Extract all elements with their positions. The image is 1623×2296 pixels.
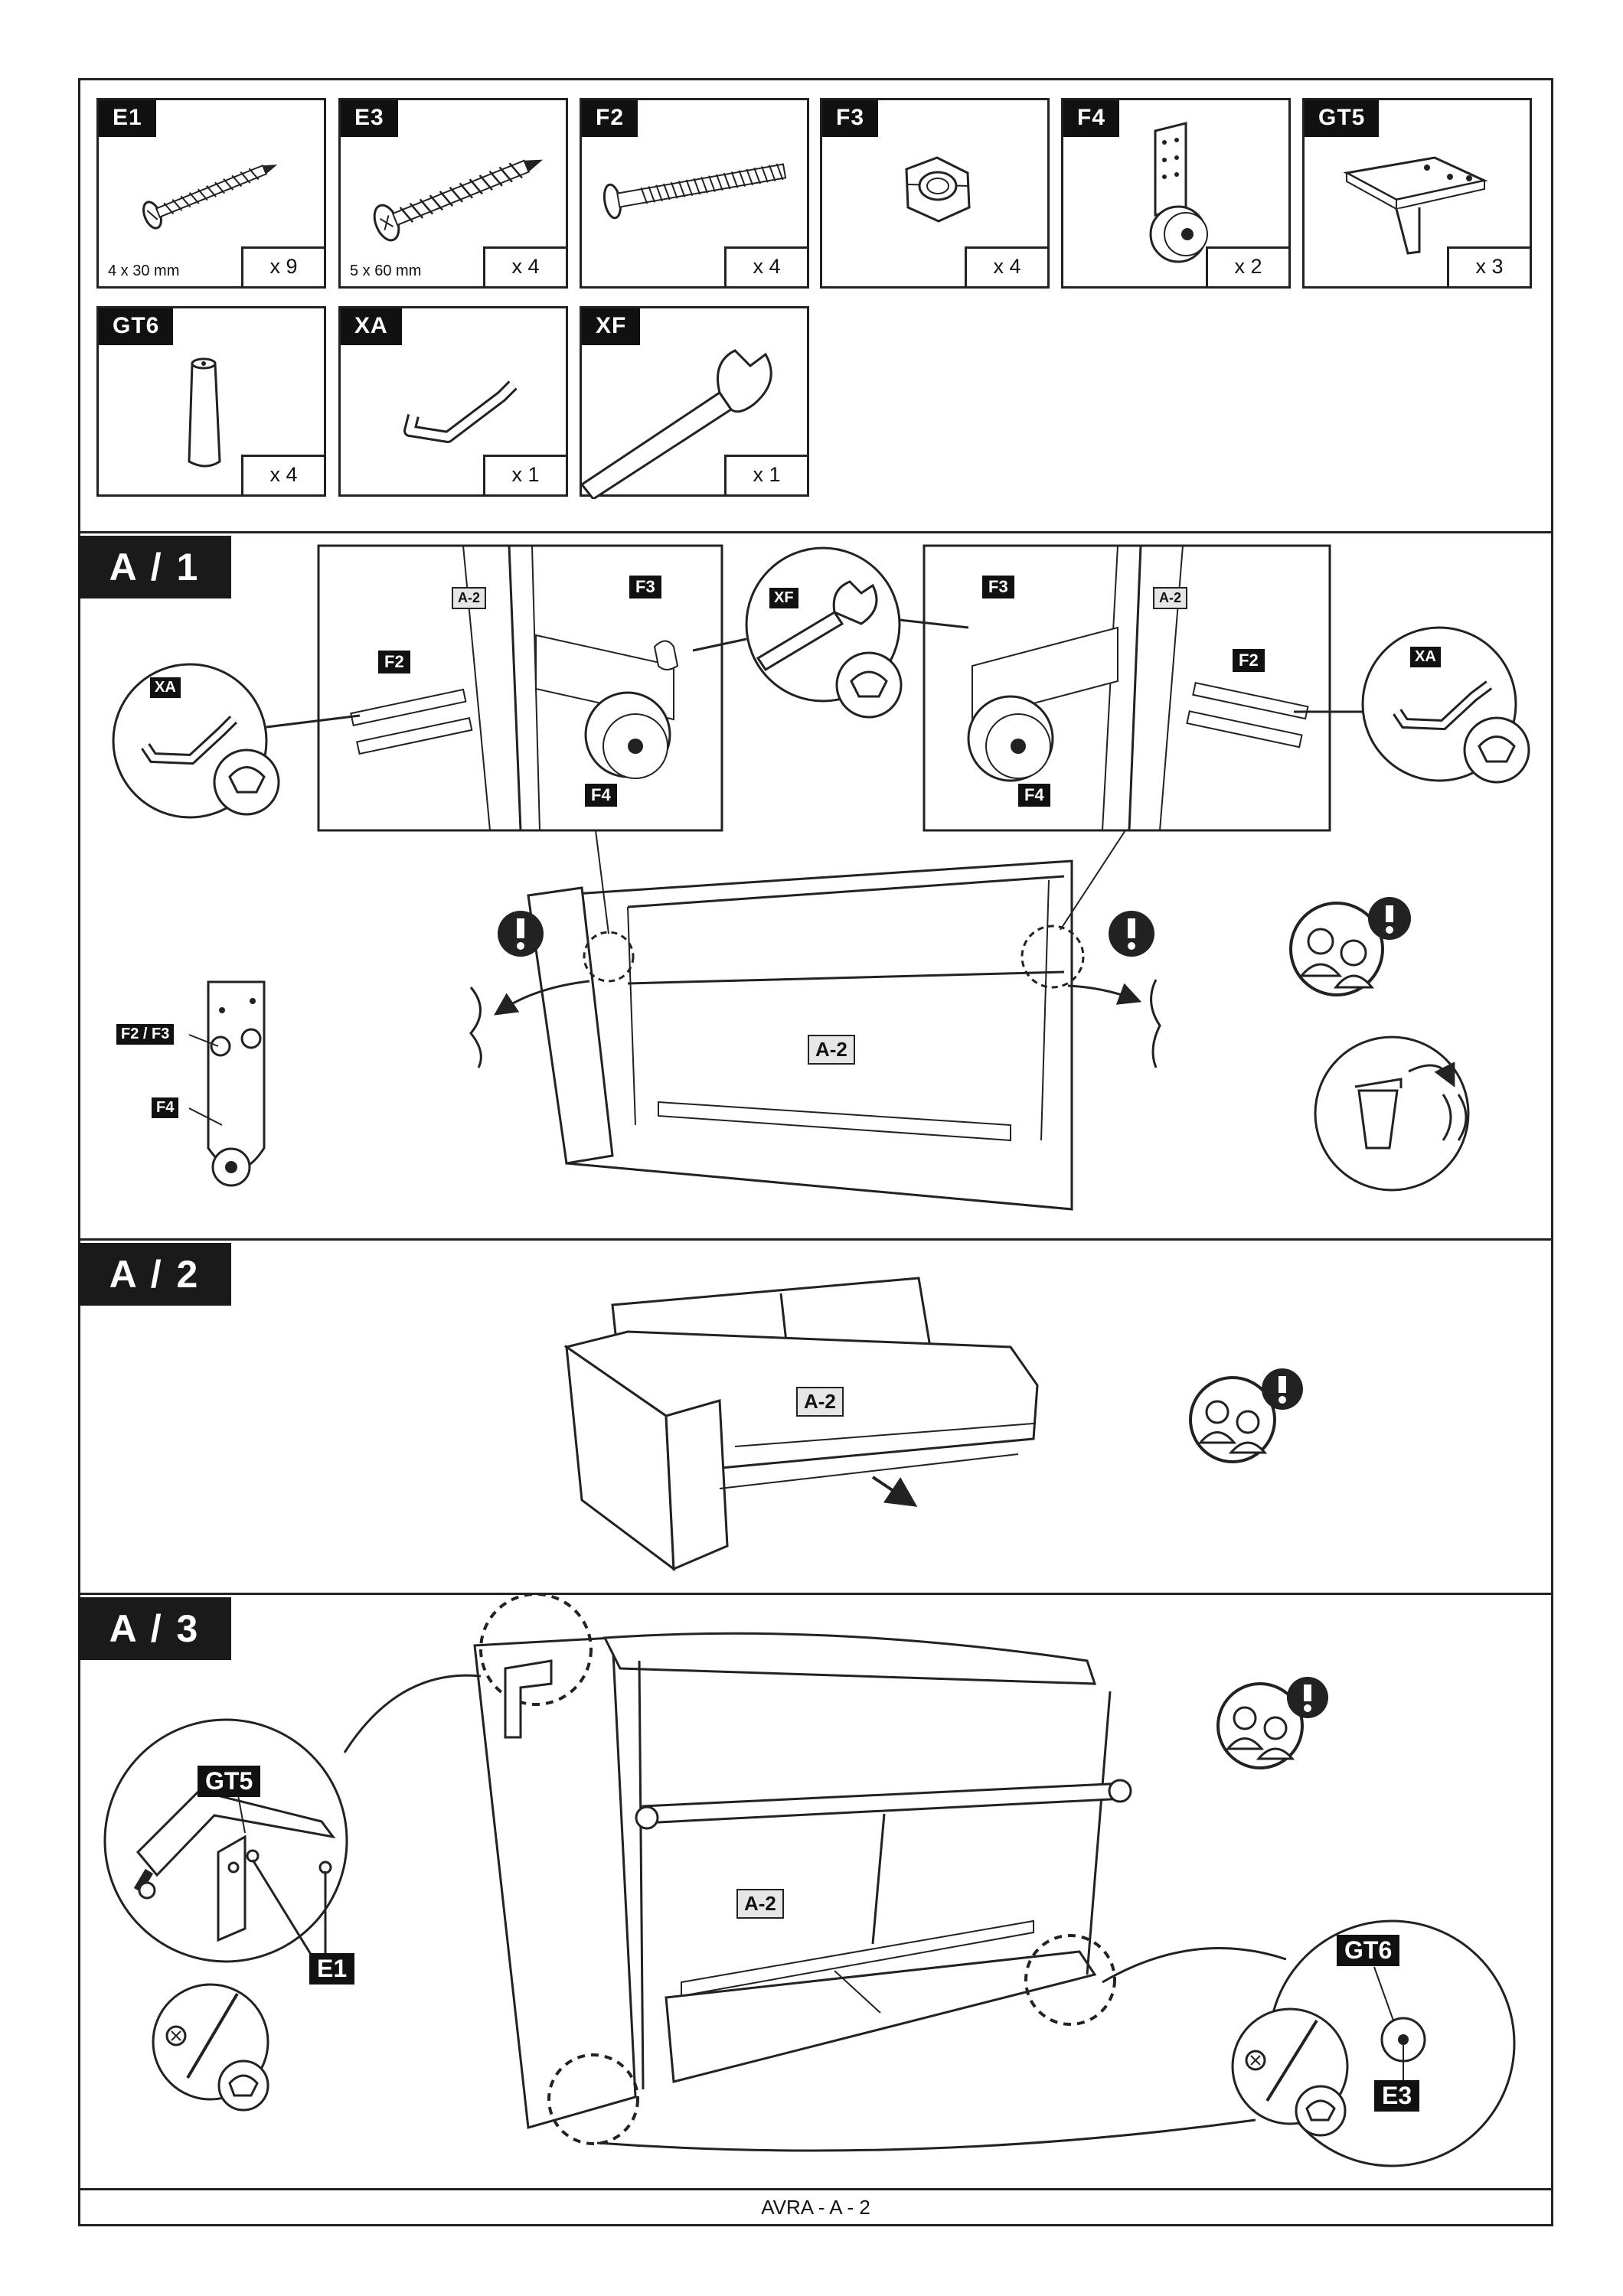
tag-xa: XA	[1410, 647, 1441, 667]
part-quantity: x 1	[483, 455, 566, 494]
wrench-circle	[692, 546, 969, 719]
step-label-a1: A / 1	[78, 536, 231, 598]
part-quantity: x 2	[1206, 246, 1288, 286]
tag-f3: F3	[629, 576, 661, 598]
wheel-bracket-icon	[1149, 122, 1208, 263]
part-code: F4	[1063, 100, 1120, 137]
detail-box-right	[923, 544, 1331, 832]
step-label-a2: A / 2	[78, 1243, 231, 1306]
two-person-icon	[1216, 1677, 1328, 1769]
bolt-icon	[603, 163, 787, 220]
part-size: 4 x 30 mm	[108, 263, 180, 279]
tag-f4: F4	[152, 1097, 179, 1118]
tag-f2: F2	[1233, 649, 1265, 672]
sofa-frame-a1	[469, 830, 1161, 1211]
part-quantity: x 4	[724, 246, 807, 286]
tag-xf: XF	[769, 588, 798, 608]
part-quantity: x 4	[483, 246, 566, 286]
page-footer: AVRA - A - 2	[761, 2196, 870, 2219]
tag-a2: A-2	[796, 1387, 844, 1417]
part-card-xa: XA x 1	[338, 306, 568, 497]
tag-xa: XA	[150, 677, 181, 698]
part-code: E3	[341, 100, 398, 137]
screwdriver-circle-left	[152, 1983, 269, 2112]
sofa-a2	[563, 1277, 1039, 1572]
long-screw-icon	[373, 159, 543, 242]
tag-a2: A-2	[808, 1035, 855, 1065]
tag-a2: A-2	[736, 1889, 784, 1919]
part-code: XF	[582, 308, 641, 345]
screwdriver-circle-right	[1231, 2007, 1349, 2137]
allen-key-circle-left	[112, 663, 361, 819]
part-code: GT6	[99, 308, 174, 345]
tag-gt5: GT5	[198, 1766, 261, 1797]
tag-f3: F3	[982, 576, 1014, 598]
recycle-packaging-icon	[1314, 1035, 1470, 1192]
two-person-icon	[1189, 1368, 1303, 1463]
corner-leg-icon	[1343, 156, 1488, 255]
part-card-f3: F3 x 4	[820, 98, 1050, 289]
tag-f4: F4	[1018, 784, 1050, 807]
part-quantity: x 4	[965, 246, 1047, 286]
tag-a2: A-2	[452, 587, 487, 609]
part-quantity: x 9	[241, 246, 324, 286]
part-card-e1: E1 4 x 30 mm x 9	[96, 98, 326, 289]
part-card-xf: XF x 1	[580, 306, 809, 499]
part-quantity: x 3	[1447, 246, 1530, 286]
warning-icon	[498, 911, 544, 957]
tag-f4: F4	[585, 784, 617, 807]
part-card-f2: F2 x 4	[580, 98, 809, 289]
tag-e3: E3	[1374, 2080, 1420, 2112]
cylinder-leg-icon	[188, 357, 221, 468]
part-quantity: x 4	[241, 455, 324, 494]
part-code: XA	[341, 308, 402, 345]
part-size: 5 x 60 mm	[350, 263, 422, 279]
nut-icon	[905, 156, 971, 223]
part-code: E1	[99, 100, 156, 137]
section-divider	[78, 531, 1553, 533]
allen-key-icon	[403, 380, 518, 443]
part-code: F2	[582, 100, 638, 137]
part-card-gt5: GT5 x 3	[1302, 98, 1532, 289]
tag-f2: F2	[378, 651, 410, 673]
part-quantity: x 1	[724, 455, 807, 494]
two-person-icon	[1289, 897, 1411, 996]
step-label-a3: A / 3	[78, 1597, 231, 1660]
tag-f2-f3: F2 / F3	[116, 1024, 175, 1045]
part-card-gt6: GT6 x 4	[96, 306, 326, 497]
tag-e1: E1	[309, 1953, 355, 1985]
tag-gt6: GT6	[1337, 1935, 1400, 1966]
tag-a2: A-2	[1153, 587, 1188, 609]
allen-key-circle-right	[1294, 626, 1530, 784]
warning-icon	[1109, 911, 1154, 957]
screw-icon	[142, 164, 278, 230]
section-divider	[78, 2188, 1553, 2190]
sofa-frame-a3	[343, 1593, 1287, 2152]
wrench-icon	[582, 349, 772, 499]
detail-box-left	[317, 544, 723, 832]
part-code: GT5	[1305, 100, 1380, 137]
section-divider	[78, 1238, 1553, 1241]
page-frame	[78, 78, 1553, 2226]
part-code: F3	[822, 100, 879, 137]
section-divider	[78, 1593, 1553, 1595]
gt5-detail-circle	[103, 1718, 348, 1963]
part-card-e3: E3 5 x 60 mm x 4	[338, 98, 568, 289]
bracket-diagram	[188, 980, 266, 1187]
part-card-f4: F4 x 2	[1061, 98, 1291, 289]
